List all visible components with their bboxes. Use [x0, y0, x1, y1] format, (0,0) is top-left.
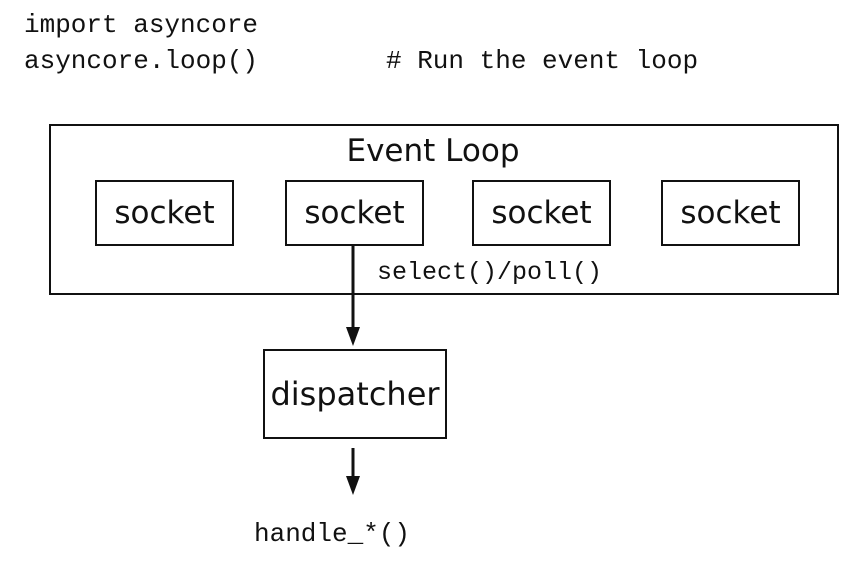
socket-box-4: socket [661, 180, 800, 246]
dispatcher-box: dispatcher [263, 349, 447, 439]
socket-box-3: socket [472, 180, 611, 246]
code-line-import: import asyncore [24, 10, 259, 40]
code-comment: # Run the event loop [386, 46, 699, 76]
handler-label: handle_*() [254, 519, 411, 549]
event-loop-title: Event Loop [346, 133, 520, 169]
arrowhead-2 [346, 476, 360, 495]
code-line-loop: asyncore.loop() [24, 46, 259, 76]
arrow-dispatcher-to-handler [346, 448, 360, 495]
select-poll-label: select()/poll() [377, 258, 603, 287]
arrowhead-1 [346, 327, 360, 346]
socket-box-1: socket [95, 180, 234, 246]
socket-box-2: socket [285, 180, 424, 246]
